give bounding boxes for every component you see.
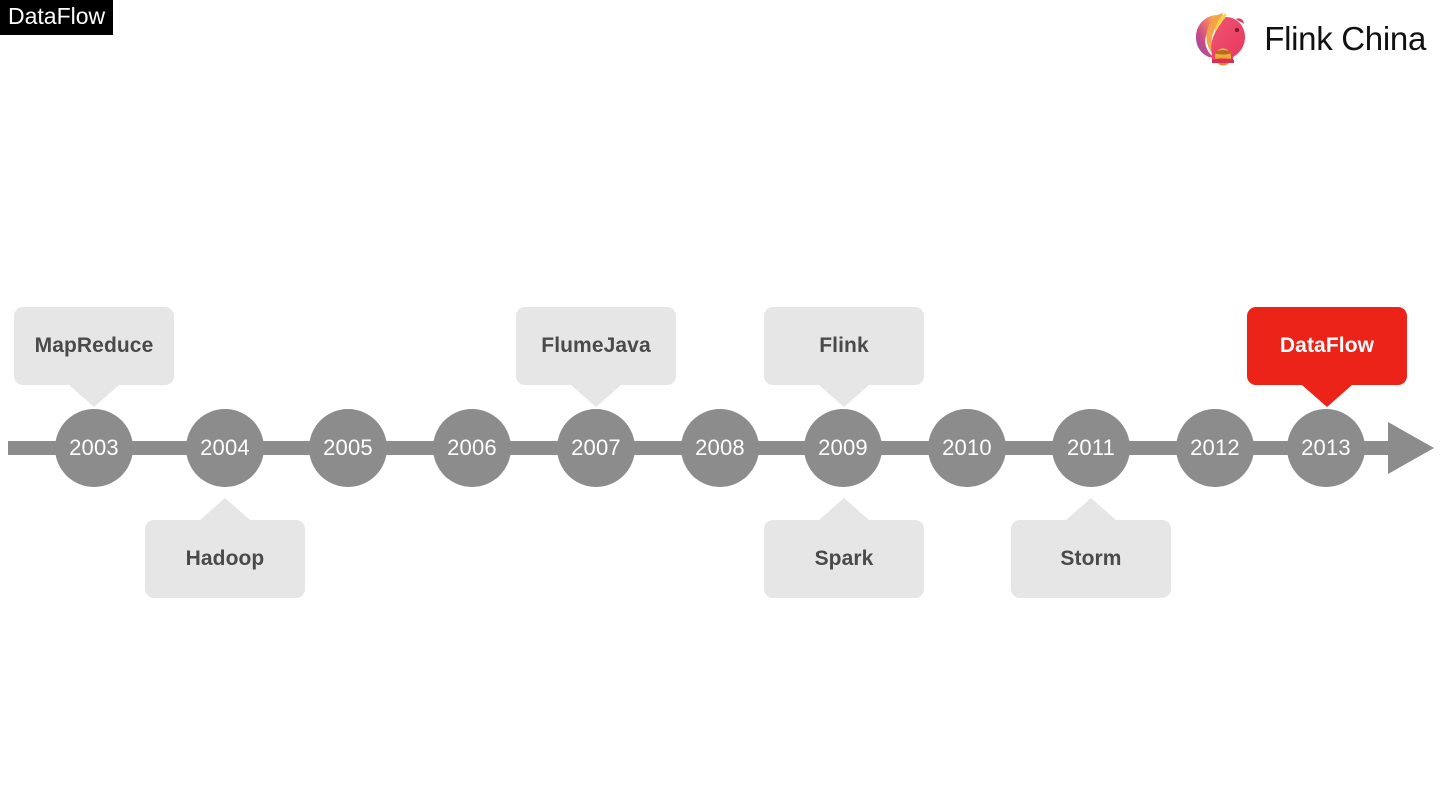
callout-tail-icon — [571, 385, 621, 407]
callout-dataflow[interactable]: DataFlow — [1247, 307, 1407, 407]
callout-tail-icon — [819, 498, 869, 520]
callout-tail-icon — [1302, 385, 1352, 407]
timeline-node[interactable]: 2003 — [55, 409, 133, 487]
timeline-node[interactable]: 2012 — [1176, 409, 1254, 487]
corner-banner: DataFlow — [0, 0, 114, 35]
timeline-node-label: 2010 — [942, 435, 992, 460]
brand-name: Flink China — [1264, 20, 1426, 57]
timeline-node-label: 2008 — [695, 435, 745, 460]
callout-flumejava[interactable]: FlumeJava — [516, 307, 676, 407]
brand: Flink China — [1190, 8, 1426, 70]
callout-tail-icon — [1066, 498, 1116, 520]
timeline-node-label: 2004 — [200, 435, 250, 460]
timeline-node-label: 2011 — [1066, 435, 1116, 460]
timeline-node[interactable]: 2006 — [433, 409, 511, 487]
callout-tail-icon — [69, 385, 119, 407]
arrow-right-icon — [1388, 422, 1434, 474]
timeline-node[interactable]: 2009 — [804, 409, 882, 487]
timeline-node-label: 2005 — [323, 435, 373, 460]
timeline-node[interactable]: 2004 — [186, 409, 264, 487]
callout-label: DataFlow — [1279, 334, 1375, 357]
callout-label: FlumeJava — [541, 334, 651, 357]
timeline-node-label: 2009 — [818, 435, 868, 460]
callout-label: Flink — [819, 334, 869, 357]
callout-storm[interactable]: Storm — [1011, 498, 1171, 598]
timeline-node-label: 2007 — [571, 435, 621, 460]
callout-label: Storm — [1060, 547, 1122, 570]
timeline-node-label: 2003 — [69, 435, 119, 460]
callout-spark[interactable]: Spark — [764, 498, 924, 598]
callout-hadoop[interactable]: Hadoop — [145, 498, 305, 598]
timeline-node-label: 2012 — [1190, 435, 1240, 460]
timeline-node[interactable]: 2013 — [1287, 409, 1365, 487]
callout-label: Spark — [814, 547, 874, 570]
callout-tail-icon — [819, 385, 869, 407]
timeline-node[interactable]: 2010 — [928, 409, 1006, 487]
timeline-node[interactable]: 2005 — [309, 409, 387, 487]
timeline-node-label: 2006 — [447, 435, 497, 460]
timeline-node-label: 2013 — [1301, 435, 1351, 460]
callout-label: MapReduce — [34, 334, 154, 357]
flink-squirrel-logo-icon — [1190, 8, 1252, 70]
callout-tail-icon — [200, 498, 250, 520]
timeline-node[interactable]: 2011 — [1052, 409, 1130, 487]
callout-label: Hadoop — [185, 547, 265, 570]
timeline-node[interactable]: 2007 — [557, 409, 635, 487]
callout-mapreduce[interactable]: MapReduce — [14, 307, 174, 407]
callout-flink[interactable]: Flink — [764, 307, 924, 407]
timeline-node[interactable]: 2008 — [681, 409, 759, 487]
